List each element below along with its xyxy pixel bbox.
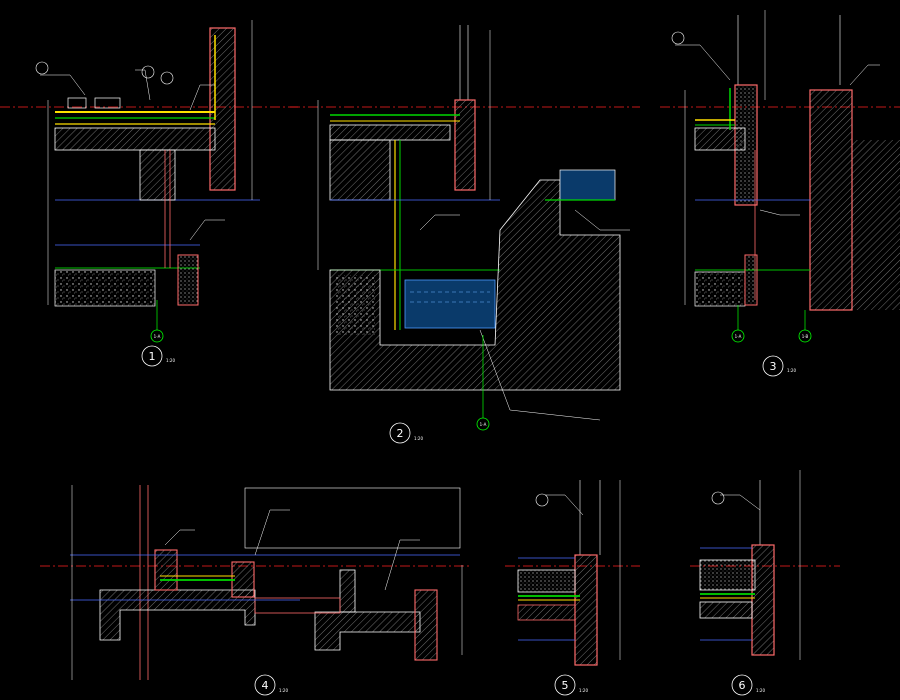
detail-2-label-circle — [389, 422, 411, 444]
svg-text:1-A: 1-A — [735, 334, 742, 339]
detail-3: 1-A 1-B 3 1:20 — [660, 10, 900, 377]
detail-1: 1-A 1 1:20 — [0, 20, 300, 367]
detail-2: 1-A 2 1:20 — [290, 25, 640, 444]
detail-4-scale: 1:20 — [279, 688, 288, 693]
detail-1-label: 1 — [149, 350, 156, 363]
detail-1-scale: 1:20 — [166, 358, 175, 363]
detail-2-label: 2 — [397, 427, 404, 440]
svg-text:1-A: 1-A — [480, 422, 487, 427]
detail-6-scale: 1:20 — [756, 688, 765, 693]
detail-3-scale: 1:20 — [787, 368, 796, 373]
detail-6-label: 6 — [739, 679, 746, 692]
detail-6: 6 1:20 — [690, 470, 840, 696]
detail-5: 5 1:20 — [505, 480, 640, 696]
svg-text:1-A: 1-A — [154, 334, 161, 339]
detail-5-label-circle — [554, 674, 576, 696]
detail-1-label-circle — [141, 345, 163, 367]
detail-5-label: 5 — [562, 679, 569, 692]
detail-6-label-circle — [731, 674, 753, 696]
detail-3-label: 3 — [770, 360, 777, 373]
detail-4-label-circle — [254, 674, 276, 696]
svg-text:1-B: 1-B — [802, 334, 809, 339]
detail-2-scale: 1:20 — [414, 436, 423, 441]
detail-4: 4 1:20 — [40, 485, 470, 696]
detail-4-label: 4 — [262, 679, 269, 692]
detail-5-scale: 1:20 — [579, 688, 588, 693]
detail-3-label-circle — [762, 355, 784, 377]
